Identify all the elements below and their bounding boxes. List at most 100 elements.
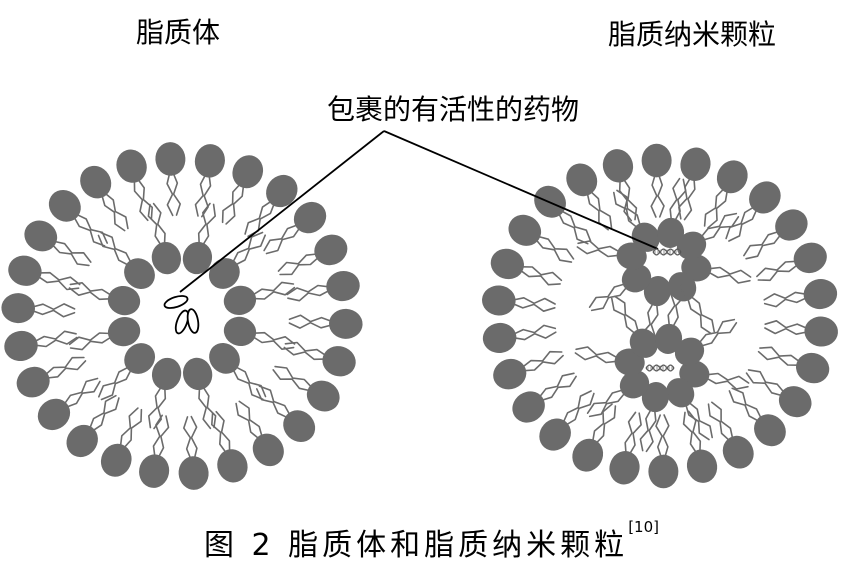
lipid-molecule [641,143,672,218]
lipid-head [643,276,672,307]
nucleic-acid-helix [652,248,682,256]
lipid-tail [764,320,808,330]
lipid-molecule [147,202,181,275]
lipid-molecule [288,308,363,339]
lipid-head [266,174,298,208]
lipid-tail [560,210,592,242]
lipid-head [293,201,327,234]
lipid-tail [137,178,153,220]
lipid-molecule [613,189,660,252]
lipid-molecule [277,234,348,276]
lipid-tail [520,266,563,282]
nucleic-acid-helix [645,364,675,372]
lipid-tail [757,263,799,282]
lipid-tail [133,179,149,222]
lipid-head [804,316,838,347]
lipid-tail [215,410,231,453]
lipid-molecule [37,377,101,431]
drug-capsule [163,295,189,309]
lipid-tail [194,173,207,217]
lipid-head [754,414,786,447]
lipid-tail [100,368,132,401]
lipid-tail [540,375,577,402]
lipid-tail [731,387,763,420]
lipid-head [283,410,316,443]
lipid-molecule [148,357,182,430]
lipid-molecule [194,144,225,218]
lipid-molecule [602,149,638,222]
lipid-tail [590,286,628,312]
lipid-tail [700,322,738,347]
lipid-tail [708,266,752,278]
lipid-molecule [482,285,556,316]
lipid-molecule [1,293,76,324]
lipid-head [749,181,781,214]
lipid-head [328,308,363,339]
lipid-tail [614,295,639,333]
lipid-head [8,255,42,286]
lipid-head [796,352,830,384]
lipid-head [217,449,248,483]
lipid-tail [522,354,564,372]
lipid-tail [759,346,801,363]
lipid-head [116,149,147,183]
lipid-head [621,264,652,293]
caption-reference: [10] [628,518,659,536]
lipid-molecule [586,370,650,418]
lipid-tail [65,380,101,408]
lipid-tail [576,246,620,258]
lipid-tail [232,368,264,400]
lipid-head [16,366,50,398]
lipid-tail [263,224,299,252]
lipid-molecule [178,415,209,490]
lipid-head [100,443,132,477]
lipid-molecule [743,209,808,260]
lipid-molecule [512,372,577,423]
lipid-tail [283,346,326,361]
lipid-head [566,163,598,197]
lipid-tail [53,240,92,263]
lipid-molecule [209,342,267,400]
lipid-tail [101,194,126,232]
lipid-head [641,382,670,413]
lipid-head [680,147,711,181]
lipid-tail [624,411,637,455]
lipid-tail [46,360,87,379]
lipid-tail [166,172,174,217]
lipid-tail [756,260,798,278]
lipid-tail [639,408,652,452]
lipid-molecule [116,149,153,222]
figure-caption: 图 2 脂质体和脂质纳米颗粒[10] [0,518,863,564]
lipid-molecule [183,357,217,430]
lipid-tail [669,177,681,221]
lipid-tail [575,346,619,359]
lipid-tail [244,200,273,235]
lipid-molecule [80,165,129,232]
lipid-head [208,258,240,289]
lipid-head [151,241,181,275]
lipid-tail [574,352,618,364]
lipid-molecule [654,283,685,354]
lipid-tail [511,302,556,312]
lipid-tail [75,213,108,244]
lipid-molecule [283,341,356,377]
lipid-head [512,391,545,423]
lipid-head [37,398,71,431]
callout-lines [179,130,659,293]
lipid-molecule [676,212,740,260]
lipid-tail [197,202,211,245]
lipid-head [508,214,542,246]
lipid-head [48,189,81,222]
lipid-tail [68,332,112,346]
lipid-tail [91,397,120,432]
lipid-molecule [4,330,78,362]
lipid-tail [256,388,289,419]
lipid-tail [700,212,738,238]
lipid-tail [586,389,624,414]
lipid-head [793,242,827,274]
liposome-title: 脂质体 [136,16,220,49]
lipid-tail [157,415,170,459]
lipid-tail [763,297,808,308]
lipid-head [178,456,209,490]
lipid-tail [537,235,575,260]
